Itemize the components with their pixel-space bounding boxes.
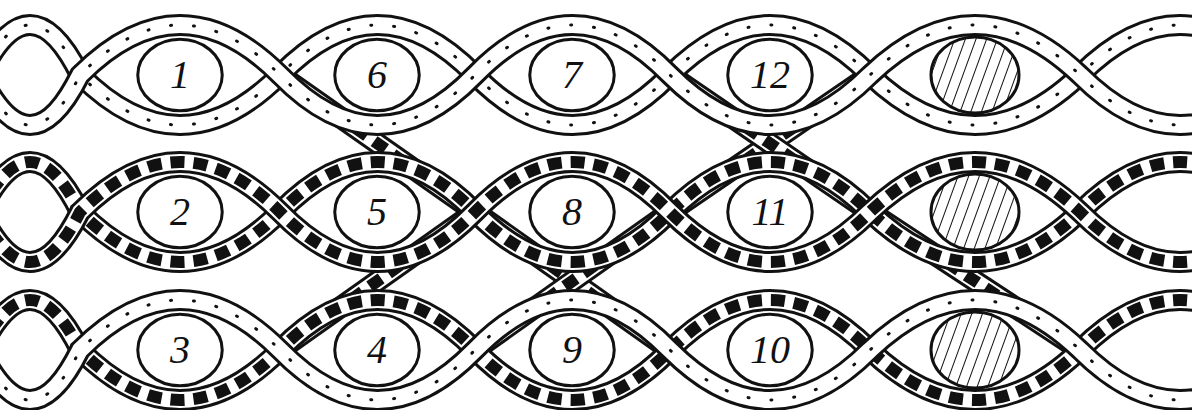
circle-number: 2: [170, 192, 190, 232]
circle-shape: [335, 314, 419, 385]
strip-body: [0, 25, 1192, 125]
circle-number: 5: [367, 192, 387, 232]
circle-shape: [728, 39, 812, 110]
numbered-circle: 2: [136, 174, 224, 250]
circle-shape: [728, 176, 812, 247]
circle-number: 7: [562, 55, 582, 95]
circle-number: 3: [170, 330, 190, 370]
numbered-circle: 7: [528, 37, 616, 113]
hatched-circle: [931, 312, 1019, 388]
numbered-circle: 1: [136, 37, 224, 113]
strip-body: [0, 162, 1192, 262]
circle-number: 6: [367, 55, 387, 95]
hatched-circles: [931, 37, 1019, 388]
circle-shape: [138, 176, 222, 247]
strip-body: [0, 25, 1192, 125]
strip-edge: [0, 162, 1192, 262]
strip-edge: [0, 25, 1192, 125]
circle-shape: [138, 314, 222, 385]
circle-number: 8: [562, 192, 582, 232]
strip-dots: [0, 25, 1192, 125]
circle-number: 11: [751, 192, 788, 232]
strip-edge: [0, 300, 1192, 400]
numbered-circle: 8: [528, 174, 616, 250]
numbered-circle: 11: [726, 174, 814, 250]
strip-dots: [0, 300, 1192, 400]
circle-number: 9: [562, 330, 582, 370]
numbered-circle: 4: [333, 312, 421, 388]
numbered-circle: 5: [333, 174, 421, 250]
circle-number: 4: [367, 330, 387, 370]
circle-shape: [530, 39, 614, 110]
circle-shape: [530, 176, 614, 247]
circle-shape: [728, 314, 812, 385]
numbered-circle: 10: [726, 312, 814, 388]
circle-shape: [335, 39, 419, 110]
strip-blotches: [0, 300, 1192, 400]
strip-blotches: [0, 162, 1192, 262]
strip-body: [0, 300, 1192, 400]
circle-shape: [138, 39, 222, 110]
circle-number: 12: [750, 55, 790, 95]
circle-shape: [335, 176, 419, 247]
strip-dots: [0, 25, 1192, 125]
strip-blotches: [0, 162, 1192, 262]
strip-edge: [0, 25, 1192, 125]
strip-body: [0, 300, 1192, 400]
circle-number: 1: [170, 55, 190, 95]
circle-shape: [530, 314, 614, 385]
strip-edge: [0, 162, 1192, 262]
strip-body: [0, 162, 1192, 262]
numbered-circle: 3: [136, 312, 224, 388]
strip-edge: [0, 300, 1192, 400]
numbered-circle: 9: [528, 312, 616, 388]
hatched-circle: [931, 174, 1019, 250]
numbered-circle: 12: [726, 37, 814, 113]
circle-number: 10: [750, 330, 790, 370]
numbered-circle: 6: [333, 37, 421, 113]
hatched-circle: [931, 37, 1019, 113]
